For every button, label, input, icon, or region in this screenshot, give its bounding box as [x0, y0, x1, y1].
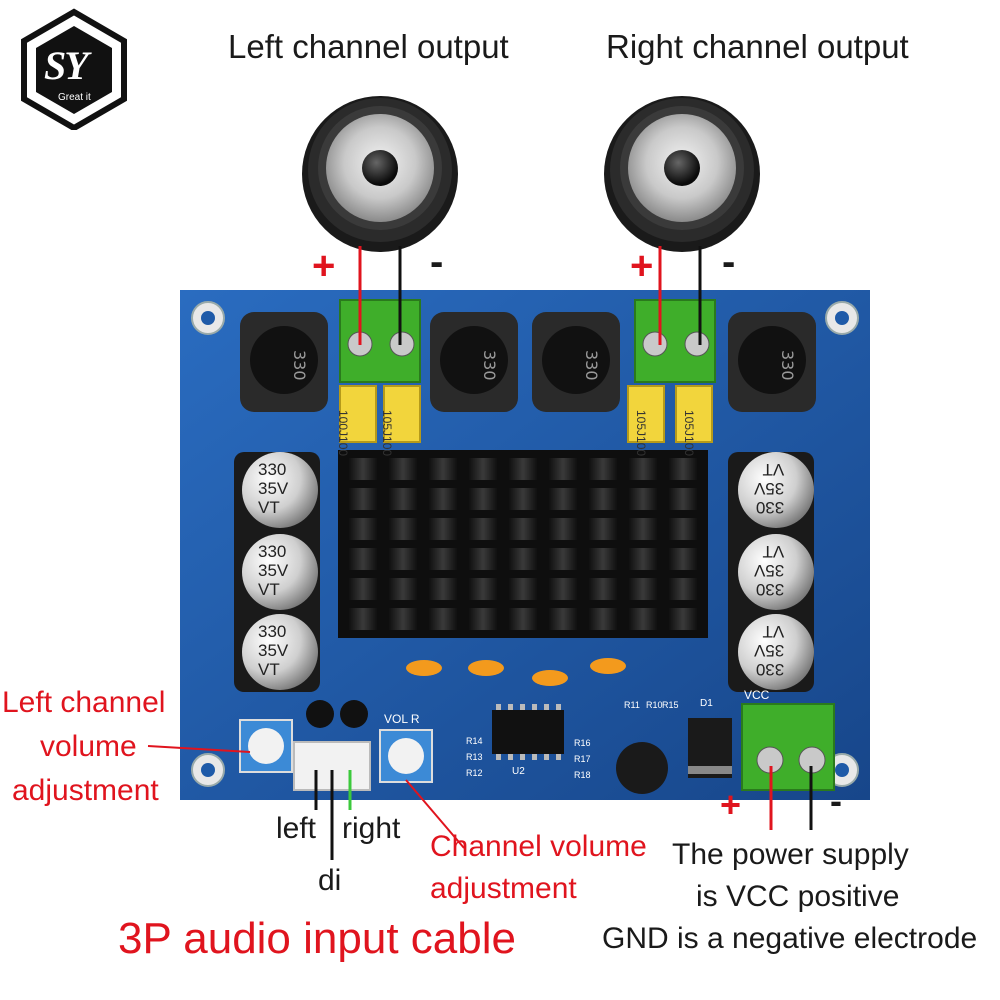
electrolytic-cap-text: 330 — [258, 622, 287, 641]
resistor-silk-label: R11 — [624, 700, 640, 710]
electrolytic-cap-text: 35V — [258, 561, 289, 580]
resistor-silk-label: R15 — [662, 700, 679, 710]
svg-text:330: 330 — [778, 350, 797, 381]
silk-vol-r: VOL R — [384, 712, 420, 726]
power-desc-line2: is VCC positive — [696, 880, 900, 913]
input-cable-title: 3P audio input cable — [118, 914, 516, 963]
left-channel-output-title: Left channel output — [228, 28, 509, 65]
electrolytic-cap-text: VT — [258, 660, 280, 679]
resistor-silk-label: R10 — [646, 700, 663, 710]
channel-volume-label-line1: Channel volume — [430, 830, 647, 863]
electrolytic-cap-text: VT — [258, 580, 280, 599]
right-speaker-plus: + — [630, 244, 654, 288]
power-desc-line1: The power supply — [672, 838, 909, 871]
right-channel-output-title: Right channel output — [606, 28, 909, 65]
left-volume-label-line2: volume — [40, 730, 137, 763]
left-speaker-minus: - — [430, 240, 444, 284]
resistor-silk-label: R16 — [574, 738, 591, 748]
brand-logo: SY Great it — [18, 8, 130, 132]
resistor-silk-label: R12 — [466, 768, 483, 778]
left-volume-label-line3: adjustment — [12, 774, 159, 807]
input-right-label: right — [342, 812, 401, 845]
channel-volume-label-line2: adjustment — [430, 872, 577, 905]
left-speaker-image — [300, 86, 460, 256]
svg-text:330: 330 — [582, 350, 601, 381]
svg-text:330: 330 — [290, 350, 309, 381]
resistor-silk-label: R14 — [466, 736, 483, 746]
svg-text:330: 330 — [480, 350, 499, 381]
electrolytic-cap-text: VT — [258, 498, 280, 517]
power-plus-label: + — [720, 784, 742, 825]
logo-tagline: Great it — [58, 92, 91, 103]
resistor-silk-label: R13 — [466, 752, 483, 762]
electrolytic-cap-text: 330 — [258, 460, 287, 479]
left-speaker-plus: + — [312, 244, 336, 288]
electrolytic-cap-text: 330 — [258, 542, 287, 561]
electrolytic-cap-text: 35V — [258, 641, 289, 660]
left-volume-label-line1: Left channel — [2, 686, 166, 719]
silk-d1: D1 — [700, 698, 713, 709]
resistor-silk-label: R17 — [574, 754, 591, 764]
right-speaker-minus: - — [722, 240, 736, 284]
silk-u2: U2 — [512, 766, 525, 777]
silk-vcc: VCC — [744, 688, 770, 702]
electrolytic-cap-text: 35V — [258, 479, 289, 498]
amplifier-board: 330 330 330 330 — [180, 290, 870, 800]
input-left-label: left — [276, 812, 317, 845]
logo-letters: SY — [44, 43, 89, 88]
right-speaker-image — [602, 86, 762, 256]
input-di-label: di — [318, 864, 342, 897]
resistor-silk-label: R18 — [574, 770, 591, 780]
power-desc-line3: GND is a negative electrode — [602, 922, 978, 955]
power-minus-label: - — [830, 780, 842, 821]
